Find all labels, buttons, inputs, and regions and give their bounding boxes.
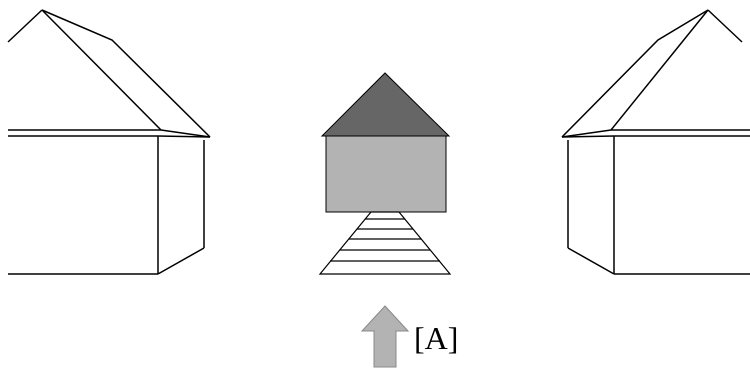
center-house — [320, 72, 451, 213]
center-path — [318, 211, 452, 275]
left-house-eave-corner — [160, 129, 211, 138]
left-house-roof-ridge — [41, 9, 211, 138]
right-house-eave-corner-lower — [561, 135, 615, 138]
center-house-body — [325, 135, 447, 213]
right-house-roof-ridge — [561, 9, 709, 138]
center-path-outline — [318, 211, 452, 275]
right-house-wall-side-bottom — [567, 247, 615, 275]
center-house-roof — [320, 72, 451, 137]
right-house — [561, 9, 750, 275]
right-house-eave-corner — [561, 129, 612, 138]
left-house-eave-corner-lower — [157, 135, 211, 138]
left-house-wall-side-bottom — [157, 247, 205, 275]
left-house — [7, 9, 211, 275]
left-house-roof-left-slope — [7, 9, 43, 43]
right-house-roof-right-slope — [707, 9, 743, 43]
view-direction-arrow — [360, 305, 410, 368]
arrow-label: [A] — [414, 320, 459, 356]
left-house-roof-front-edge — [41, 9, 162, 131]
right-house-roof-front-edge — [610, 9, 709, 131]
